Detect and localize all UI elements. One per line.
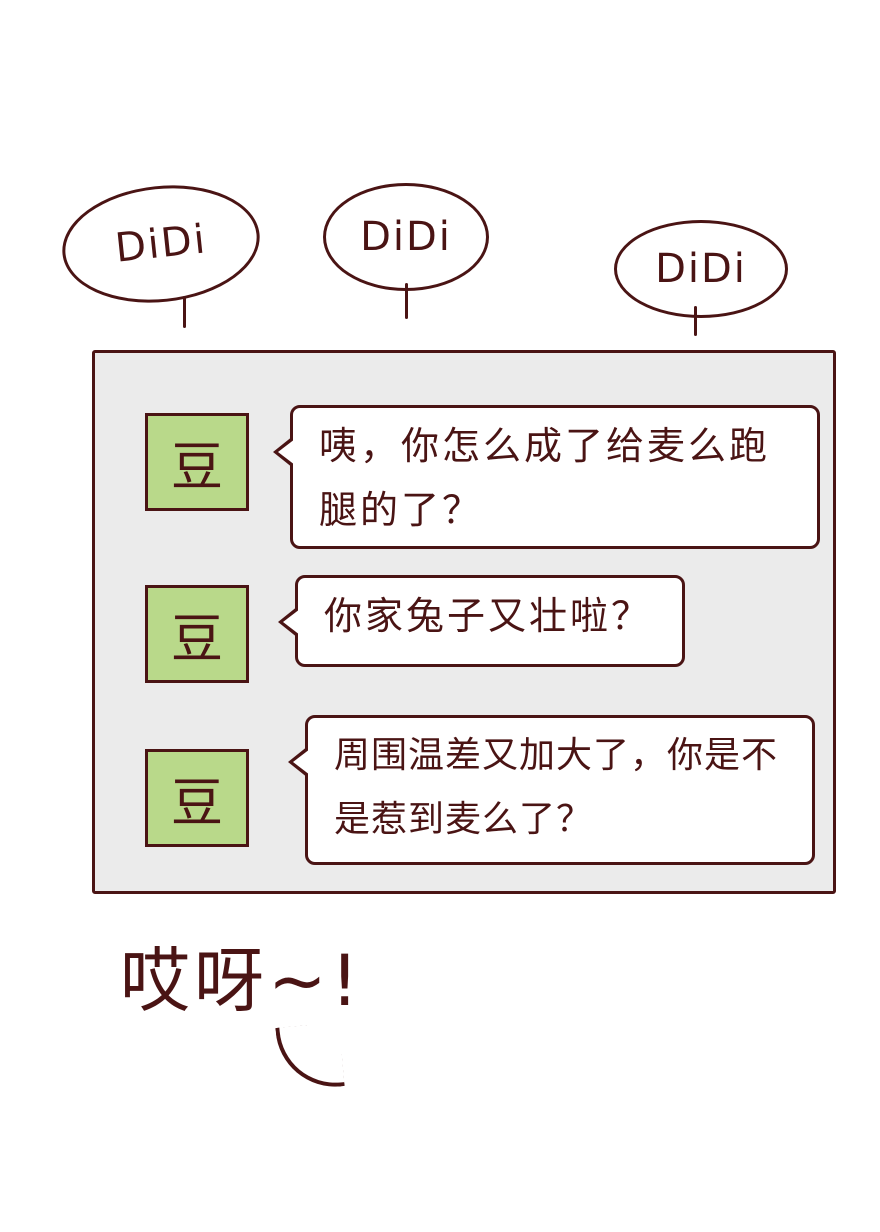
sound-bubble-tail (183, 296, 186, 328)
sound-bubble-middle: DiDi (323, 183, 489, 291)
chat-message: 咦，你怎么成了给麦么跑 腿的了？ (273, 405, 820, 549)
chat-panel: 豆 咦，你怎么成了给麦么跑 腿的了？ 豆 你家兔子又壮啦？ 豆 周围温差又加大了… (92, 350, 836, 894)
avatar: 豆 (145, 585, 249, 683)
sound-bubble-tail (694, 306, 697, 336)
chat-message: 周围温差又加大了，你是不 是惹到麦么了？ (288, 715, 815, 865)
avatar: 豆 (145, 413, 249, 511)
message-line: 咦，你怎么成了给麦么跑 (319, 424, 771, 468)
chat-message: 你家兔子又壮啦？ (278, 575, 685, 667)
message-line: 你家兔子又壮啦？ (324, 594, 653, 638)
speech-mark (275, 1022, 345, 1092)
avatar-glyph: 豆 (170, 773, 223, 834)
message-line: 周围温差又加大了，你是不 (334, 735, 779, 776)
sound-bubble-right: DiDi (614, 220, 788, 318)
message-line: 腿的了？ (319, 488, 484, 532)
sound-bubble-text: DiDi (112, 216, 210, 272)
avatar-glyph: 豆 (170, 609, 223, 670)
message-line: 是惹到麦么了？ (334, 799, 594, 840)
sound-bubble-left: DiDi (56, 175, 266, 313)
sound-bubble-text: DiDi (655, 246, 747, 292)
exclamation-text: 哎呀~! (120, 940, 363, 1022)
sound-bubble-tail (405, 283, 408, 319)
avatar-glyph: 豆 (170, 437, 223, 498)
avatar: 豆 (145, 749, 249, 847)
sound-bubble-text: DiDi (360, 214, 452, 260)
